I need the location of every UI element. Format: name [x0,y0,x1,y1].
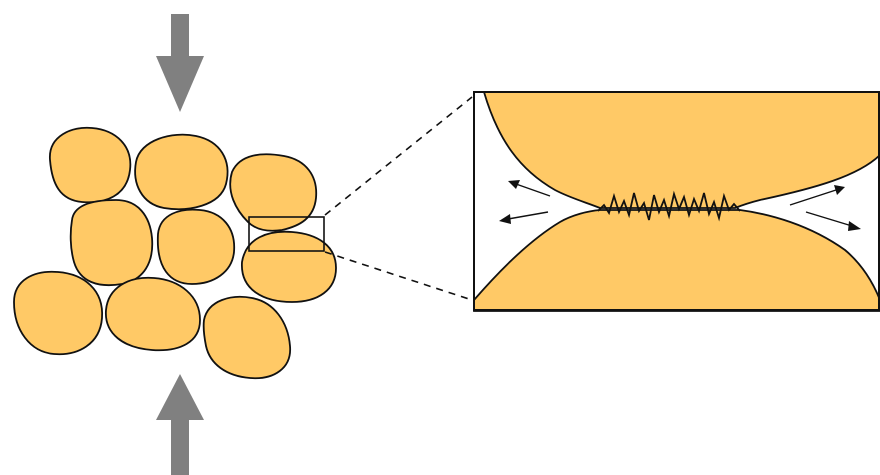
zoom-connector-bottom [324,251,473,301]
grain [202,295,291,380]
grain [69,199,154,287]
grain [13,270,103,356]
bottom-compression-arrow [156,374,204,475]
grain [105,276,201,352]
contact-inset [473,91,880,312]
grain [229,153,318,232]
jagged-contact-line [597,190,741,222]
zoom-connector-top [324,96,473,216]
grain [157,208,235,285]
upper-grain-section [482,91,880,209]
zoom-region-box [248,216,325,252]
top-compression-arrow [156,14,204,112]
grain [134,133,229,211]
grain [241,230,337,303]
outflow-arrow-lower-left [499,211,549,224]
inset-border [473,91,880,311]
outflow-arrow-upper-left [508,180,551,197]
grain [49,126,132,204]
outflow-arrow-lower-right [805,211,861,231]
outflow-arrow-upper-right [789,185,845,206]
grain-aggregate [13,126,337,380]
